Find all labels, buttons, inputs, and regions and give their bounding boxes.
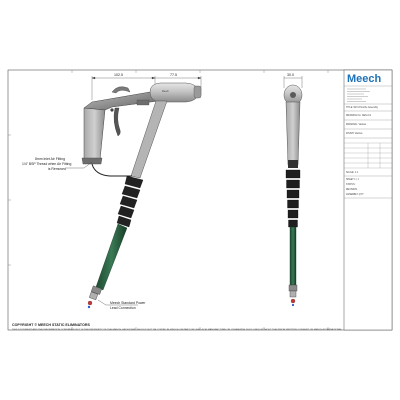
inlet-callout-line2: 1/4" BSP Thread when Air Fitting — [22, 162, 71, 166]
status-field: STATUS: — [346, 183, 356, 186]
side-view: 102.5 77.5 Meech — [22, 73, 202, 310]
front-connector — [288, 284, 298, 307]
nozzle-brand-mark: Meech — [162, 91, 170, 93]
front-nozzle-orifice — [290, 92, 296, 98]
power-cable — [95, 223, 128, 291]
trigger — [113, 107, 121, 137]
front-view: 30.0 — [283, 73, 303, 307]
inlet-callout-line1: 8mm Inlet Air Fitting — [35, 157, 65, 161]
cable-connector — [87, 285, 102, 309]
assembly-field: ASSEMBLY QTY: — [346, 193, 364, 196]
gun-nose — [136, 99, 150, 106]
strain-relief-bellows — [116, 175, 144, 228]
gun-hook — [111, 86, 131, 94]
front-body — [285, 101, 301, 166]
nozzle-neck — [130, 100, 168, 179]
dimension-30 — [283, 76, 303, 88]
pivot-pin — [110, 108, 114, 112]
sheet-field: SHEET 1 / 1 — [346, 179, 359, 181]
finish-field: FINISH: Various — [346, 132, 363, 135]
title-block: Meech TITLE: 907v3 Nozzle Assembly DRAWI… — [343, 69, 393, 331]
dimension-label-102-5: 102.5 — [114, 73, 123, 77]
copyright-title: COPYRIGHT © MEECH STATIC ELIMINATORS — [12, 323, 90, 327]
front-power-cable — [289, 226, 297, 286]
sheet-border — [7, 69, 393, 331]
address-lines — [347, 88, 370, 102]
title-field: TITLE: 907v3 Nozzle Assembly — [346, 106, 379, 109]
handle-base — [81, 157, 103, 165]
power-callout — [97, 299, 138, 306]
revision-field: REVISION: — [346, 189, 358, 191]
copyright-note: THIS DOCUMENT AND THE INFORMATION CONTAI… — [12, 328, 343, 331]
air-hose — [91, 163, 132, 177]
front-bellows — [285, 169, 301, 228]
drawing-number-field: DRAWING No: GEN-0-9 — [346, 114, 372, 117]
inlet-callout — [66, 161, 93, 169]
material-field: MATERIAL: Various — [346, 123, 367, 126]
nozzle-barrel — [149, 82, 200, 103]
meech-logo: Meech — [347, 73, 382, 85]
power-callout-line1: Meech Standard Power — [110, 301, 146, 305]
approval-grid — [344, 142, 392, 169]
nozzle-tip — [193, 85, 202, 99]
power-callout-line2: Lead Connection — [110, 306, 136, 310]
zone-ticks — [8, 70, 329, 330]
scale-field: SCALE: 1:1 — [346, 171, 359, 174]
front-trigger-base — [288, 160, 298, 168]
dimension-label-30: 30.0 — [287, 73, 294, 77]
dimension-label-77-5: 77.5 — [170, 73, 177, 77]
inlet-callout-line3: is Removed — [48, 167, 66, 171]
